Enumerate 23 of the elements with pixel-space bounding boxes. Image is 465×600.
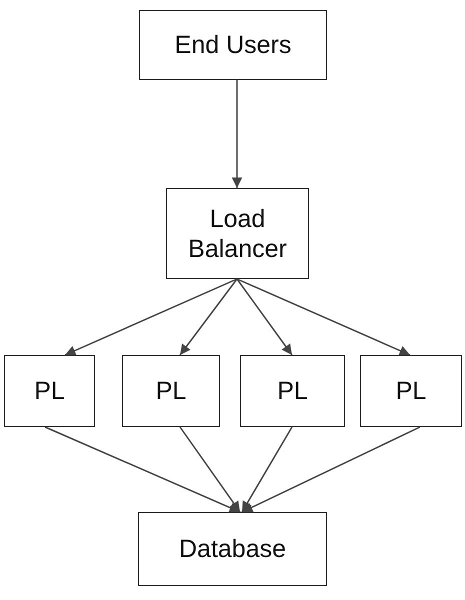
- arrow: [64, 278, 238, 356]
- process-box: [240, 355, 345, 427]
- arrow: [179, 426, 241, 512]
- arrow: [44, 426, 240, 513]
- process-box: [138, 512, 327, 586]
- process-box: [4, 355, 95, 427]
- arrow: [242, 426, 420, 513]
- arrow: [179, 278, 238, 356]
- node-label: Database: [178, 534, 286, 564]
- process-box: [166, 188, 309, 279]
- node-label: End Users: [174, 30, 292, 60]
- process-box: [139, 10, 327, 80]
- process-box: [122, 355, 220, 427]
- node-label: PL: [277, 376, 308, 406]
- node-label: Load Balancer: [187, 204, 288, 264]
- node-label: PL: [396, 376, 426, 406]
- arrow: [236, 278, 410, 356]
- node-label: PL: [156, 376, 186, 406]
- process-box: [360, 355, 462, 427]
- arrow: [236, 278, 293, 356]
- arrow: [232, 80, 242, 188]
- node-label: PL: [34, 376, 65, 406]
- arrow: [241, 426, 293, 512]
